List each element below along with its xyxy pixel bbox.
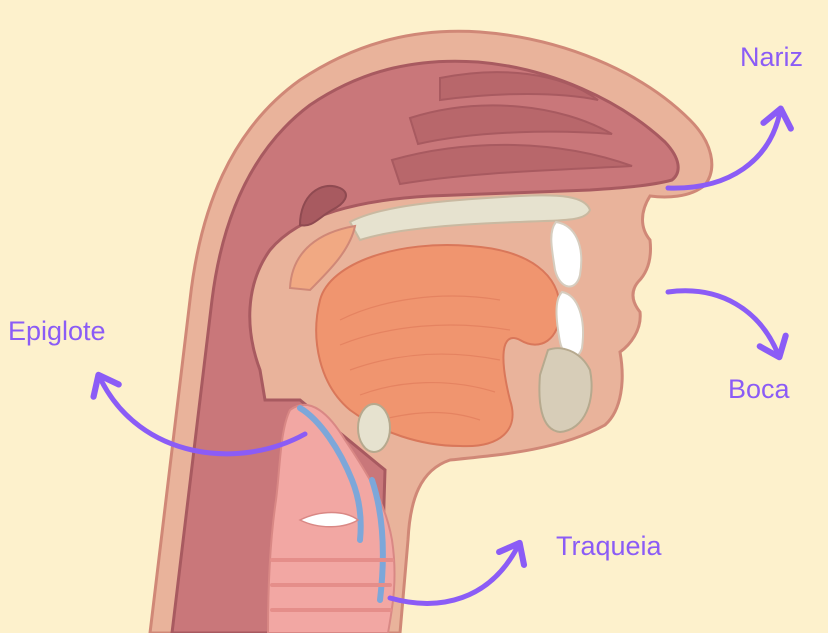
label-nariz: Nariz [740, 44, 803, 71]
traqueia-arrow [390, 546, 518, 603]
label-epiglote: Epiglote [8, 318, 106, 345]
label-boca: Boca [728, 376, 790, 403]
boca-arrow [668, 291, 778, 354]
label-traqueia: Traqueia [556, 533, 662, 560]
hyoid-bone [358, 404, 390, 452]
